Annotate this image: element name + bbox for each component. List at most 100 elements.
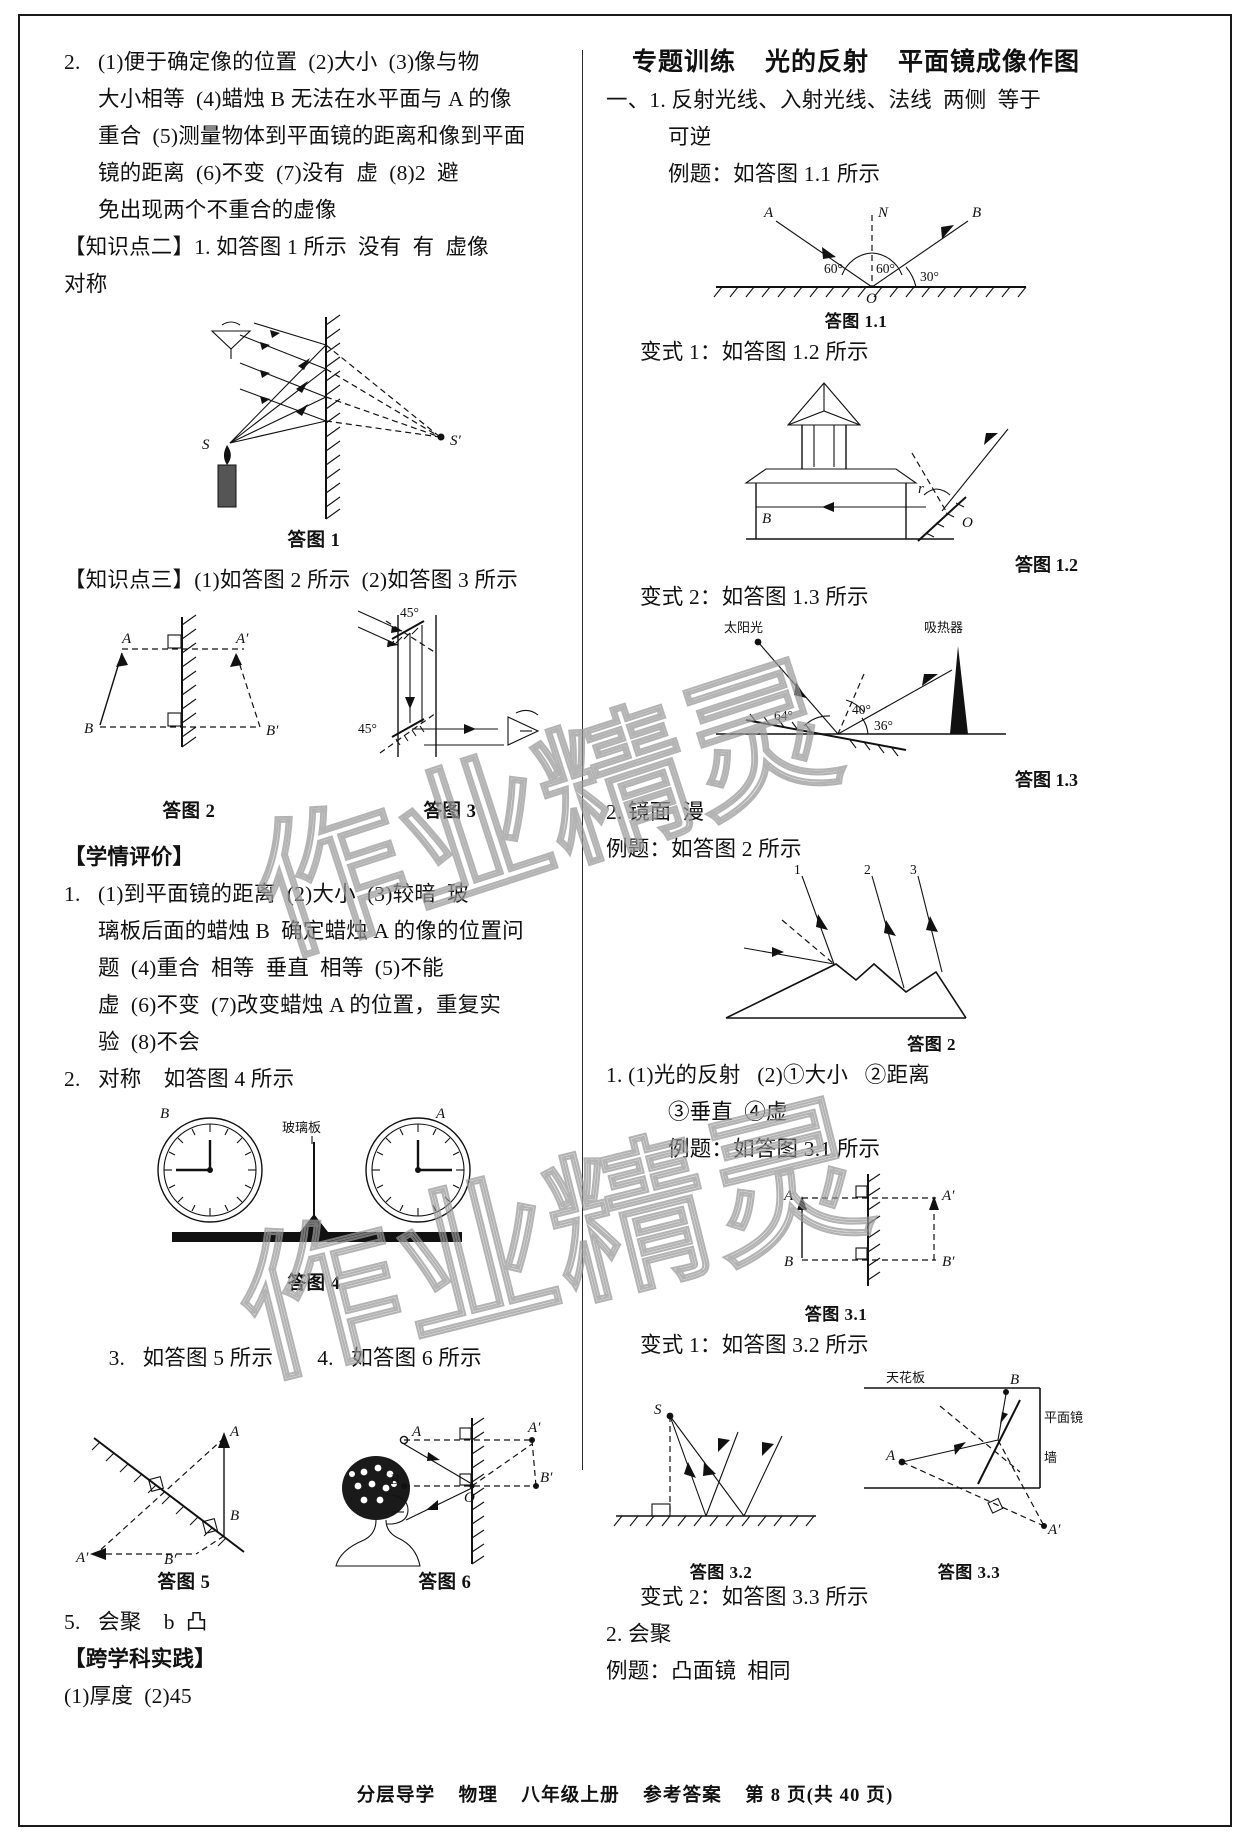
figure-3-label-angle-bottom: 45° xyxy=(358,721,377,736)
item-number: 5. xyxy=(64,1610,81,1634)
knowledge-point-3: 【知识点三】(1)如答图 2 所示 (2)如答图 3 所示 xyxy=(64,568,518,592)
figure-6-label-a: A xyxy=(411,1424,422,1440)
figure-1-3-label-angle-left: 64° xyxy=(774,708,793,723)
candle-icon xyxy=(217,445,237,508)
answer-line: 例题：如答图 2 所示 xyxy=(606,837,802,861)
eye-icon xyxy=(507,709,540,746)
figure-3-2-label-s: S xyxy=(654,1402,662,1418)
figure-1-3-svg: 太阳光 吸热器 xyxy=(716,620,1006,757)
figure-1-label-s-prime: S′ xyxy=(450,433,462,449)
item-number: 4. xyxy=(317,1346,334,1370)
figure-1-svg: S xyxy=(202,314,462,520)
figure-1-1-label-b: B xyxy=(972,205,981,221)
figure-3-3-svg: 天花板 平面镜 墙 B A xyxy=(864,1370,1083,1538)
figure-1-2-caption: 答图 1.2 xyxy=(1015,555,1078,575)
figure-answer-3-2: S 答图 3.2 xyxy=(606,1366,836,1583)
figure-1-label-s: S xyxy=(202,437,210,453)
figure-6-svg: A B A′ B′ O xyxy=(335,1417,553,1567)
figures-5-6-row: A B A′ B′ 答图 5 xyxy=(64,1416,564,1594)
item-number: 2. xyxy=(64,50,81,74)
figures-2-3-row: A B A′ B′ 答图 2 xyxy=(64,605,564,823)
answer-line: 例题：如答图 3.1 所示 xyxy=(668,1137,881,1161)
column-divider xyxy=(582,50,583,1470)
figure-3-3-label-ceiling: 天花板 xyxy=(886,1370,925,1385)
figure-3-3-label-b: B xyxy=(1010,1372,1019,1388)
figure-1-1-label-angle-left: 60° xyxy=(824,261,843,276)
answer-line: 2.(1)便于确定像的位置 (2)大小 (3)像与物 xyxy=(64,44,564,81)
page-content: 2.(1)便于确定像的位置 (2)大小 (3)像与物 大小相等 (4)蜡烛 B … xyxy=(26,22,1224,1819)
answer-line: 例题：如答图 1.1 所示 xyxy=(668,162,881,186)
answer-line: 一、1. 反射光线、入射光线、法线 两侧 等于 xyxy=(606,88,1042,112)
figure-4-label-a: A xyxy=(435,1106,446,1122)
figure-5-label-a: A xyxy=(229,1424,240,1440)
section-3: 1. (1)光的反射 (2)①大小 ②距离 ③垂直 ④虚 例题：如答图 3.1 … xyxy=(606,1057,1106,1168)
figure-3-label-angle-top: 45° xyxy=(400,605,419,620)
figure-1-1-label-angle-right: 60° xyxy=(876,261,895,276)
figure-4-caption: 答图 4 xyxy=(287,1274,341,1294)
figure-6-label-b-prime: B′ xyxy=(540,1470,553,1486)
figure-1-3-label-angle-right: 36° xyxy=(874,718,893,733)
answer-block-2: 2.(1)便于确定像的位置 (2)大小 (3)像与物 大小相等 (4)蜡烛 B … xyxy=(64,44,564,229)
figure-1-3-label-angle-mid: 40° xyxy=(852,702,871,717)
figure-1-3-label-absorber: 吸热器 xyxy=(924,620,963,635)
figure-1-caption: 答图 1 xyxy=(287,531,341,551)
figure-1-1-svg: N A B 60° 60° 30° O xyxy=(713,205,1027,307)
answer-line: 可逆 xyxy=(668,125,712,149)
item-number: 1. xyxy=(64,882,81,906)
knowledge-point-2: 【知识点二】1. 如答图 1 所示 没有 有 虚像 对称 xyxy=(64,229,564,303)
figure-1-2-label-r: r xyxy=(918,481,924,497)
figure-1-2-label-b: B xyxy=(762,511,771,527)
figure-3-3-label-a: A xyxy=(885,1448,896,1464)
figure-1-1-label-a: A xyxy=(763,205,774,221)
figure-2-caption: 答图 2 xyxy=(162,802,216,822)
figure-1-1-label-o: O xyxy=(866,291,877,307)
clock-left xyxy=(157,1117,263,1223)
figure-5-svg: A B A′ B′ xyxy=(75,1424,245,1568)
answer-line: 【知识点二】1. 如答图 1 所示 没有 有 虚像 xyxy=(64,235,489,259)
answer-line: ③垂直 ④虚 xyxy=(668,1100,788,1124)
section-2: 2. 镜面 漫 例题：如答图 2 所示 xyxy=(606,794,1106,868)
figure-3-2-caption: 答图 3.2 xyxy=(689,1563,753,1582)
figure-3-svg: 45° xyxy=(357,605,540,757)
figure-answer-1-2: B O xyxy=(606,371,1106,577)
page-footer: 分层导学 物理 八年级上册 参考答案 第 8 页(共 40 页) xyxy=(356,1786,894,1806)
figure-1-1-label-angle-far: 30° xyxy=(920,269,939,284)
figure-2-label-b: B xyxy=(84,721,93,737)
answer-line: 虚 (6)不变 (7)改变蜡烛 A 的位置，重复实 xyxy=(98,993,502,1017)
figure-answer-3-3: 天花板 平面镜 墙 B A xyxy=(844,1366,1094,1583)
item-number: 2. xyxy=(64,1067,81,1091)
figure-5-caption: 答图 5 xyxy=(157,1573,211,1593)
figure-answer-1-3: 太阳光 吸热器 xyxy=(606,616,1106,792)
answer-line: 1. (1)光的反射 (2)①大小 ②距离 xyxy=(606,1063,930,1087)
answer-line: 验 (8)不会 xyxy=(98,1030,200,1054)
answer-line: 1.(1)到平面镜的距离 (2)大小 (3)较暗 玻 xyxy=(64,876,564,913)
figure-6-label-o: O xyxy=(464,1490,475,1506)
figure-answer-3: 45° xyxy=(340,605,560,823)
evaluation-item-1: 1.(1)到平面镜的距离 (2)大小 (3)较暗 玻 璃板后面的蜡烛 B 确定蜡… xyxy=(64,876,564,1061)
left-column: 2.(1)便于确定像的位置 (2)大小 (3)像与物 大小相等 (4)蜡烛 B … xyxy=(64,44,564,1715)
answer-line: 免出现两个不重合的虚像 xyxy=(98,198,337,222)
item-number: 3. xyxy=(108,1346,126,1370)
figure-3-1-caption: 答图 3.1 xyxy=(804,1305,868,1324)
figure-answer-4: B 玻璃板 xyxy=(64,1102,564,1295)
figure-2-right-caption: 答图 2 xyxy=(907,1035,956,1054)
right-column: 专题训练 光的反射 平面镜成像作图 一、1. 反射光线、入射光线、法线 两侧 等… xyxy=(606,44,1106,1690)
figure-6-caption: 答图 6 xyxy=(418,1573,472,1593)
interdisciplinary-line: (1)厚度 (2)45 xyxy=(64,1684,192,1708)
figure-3-3-label-wall: 墙 xyxy=(1044,1450,1057,1465)
answer-line: 2. 镜面 漫 xyxy=(606,800,705,824)
figure-2-right-svg: 1 2 3 xyxy=(725,862,967,1019)
answer-line: 题 (4)重合 相等 垂直 相等 (5)不能 xyxy=(98,956,444,980)
figure-2-label-ray2: 2 xyxy=(864,862,871,877)
variant-3-2-line: 变式 2：如答图 3.3 所示 xyxy=(640,1585,869,1609)
variant-3-1-line: 变式 1：如答图 3.2 所示 xyxy=(640,1333,869,1357)
figure-5-label-b: B xyxy=(230,1508,239,1524)
figure-answer-1: S xyxy=(64,309,564,552)
figure-3-3-caption: 答图 3.3 xyxy=(937,1563,1001,1582)
figure-answer-2: A B A′ B′ 答图 2 xyxy=(64,605,314,823)
variant-1-line: 变式 1：如答图 1.2 所示 xyxy=(640,340,869,364)
figure-2-label-ray1: 1 xyxy=(794,862,801,877)
interdisciplinary-heading: 【跨学科实践】 xyxy=(64,1647,216,1671)
